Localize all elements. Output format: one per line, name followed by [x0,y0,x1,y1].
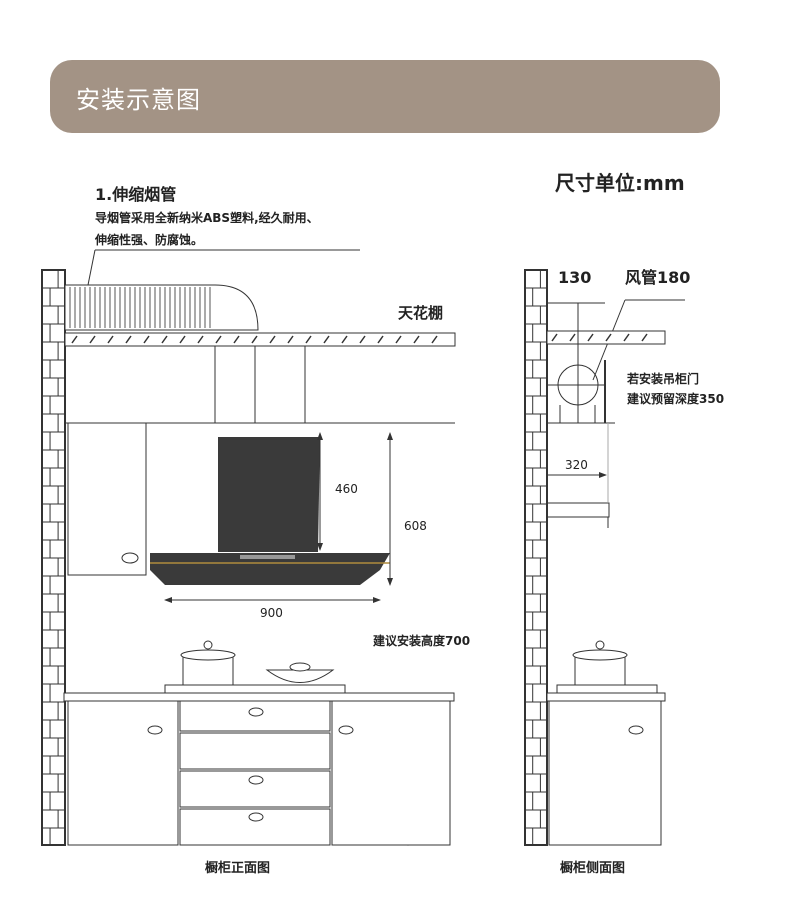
base-cabinet-front [63,692,455,846]
pot [164,640,346,694]
upper-cabinet [67,422,147,576]
install-height-note: 建议安装高度700 [372,633,470,648]
ceiling-label: 天花棚 [398,304,443,322]
ceiling-front [64,332,456,347]
base-cabinet-side [546,692,666,846]
cabinet-note-2: 建议预留深度350 [626,391,724,406]
unit-label: 尺寸单位:mm [555,171,685,195]
ceiling-hatch [551,333,558,342]
ceiling-hatch [305,335,312,344]
wok [265,662,335,683]
ceiling-hatch [587,333,594,342]
side-caption: 橱柜侧面图 [560,860,625,876]
duct-note-line2: 伸缩性强、防腐蚀。 [94,232,203,247]
duct-note-title: 1.伸缩烟管 [95,185,176,204]
ceiling-hatch [143,335,150,344]
ceiling-hatch [395,335,402,344]
dim-total-height: 608 [404,519,427,533]
brick-wall-side [524,269,548,846]
page-title: 安装示意图 [76,86,201,114]
duct-chase [65,346,455,424]
ceiling-hatch [641,333,648,342]
dim-width: 900 [260,606,283,620]
ceiling-hatch [107,335,114,344]
ceiling-hatch [431,335,438,344]
ceiling-hatch [623,333,630,342]
side-ceiling [546,299,685,528]
ceiling-hatch [215,335,222,344]
front-caption: 橱柜正面图 [205,860,270,876]
flexible-duct [64,284,259,331]
ceiling-hatch [413,335,420,344]
ceiling-hatch [569,333,576,342]
ceiling-hatch [359,335,366,344]
ceiling-hatch [197,335,204,344]
duct-label: 风管180 [625,268,690,287]
ceiling-hatch [341,335,348,344]
control-panel [240,555,295,559]
header-banner: 安装示意图 [50,60,720,133]
ceiling-hatch [377,335,384,344]
duct-note-line1: 导烟管采用全新纳米ABS塑料,经久耐用、 [95,210,319,225]
dim-hood-height: 460 [335,482,358,496]
dim-320: 320 [565,458,588,472]
ceiling-hatch [161,335,168,344]
brick-wall-front [41,269,66,846]
ceiling-hatch [251,335,258,344]
ceiling-hatch [125,335,132,344]
ceiling-hatch [89,335,96,344]
ceiling-hatch [287,335,294,344]
ceiling-hatch [179,335,186,344]
ceiling-hatch [323,335,330,344]
range-hood [150,437,390,585]
ceiling-hatch [233,335,240,344]
ceiling-hatch [71,335,78,344]
dim-130: 130 [558,268,591,287]
ceiling-hatch [605,333,612,342]
ceiling-hatch [269,335,276,344]
cabinet-note-1: 若安装吊柜门 [626,371,699,386]
pot-side [556,640,658,694]
